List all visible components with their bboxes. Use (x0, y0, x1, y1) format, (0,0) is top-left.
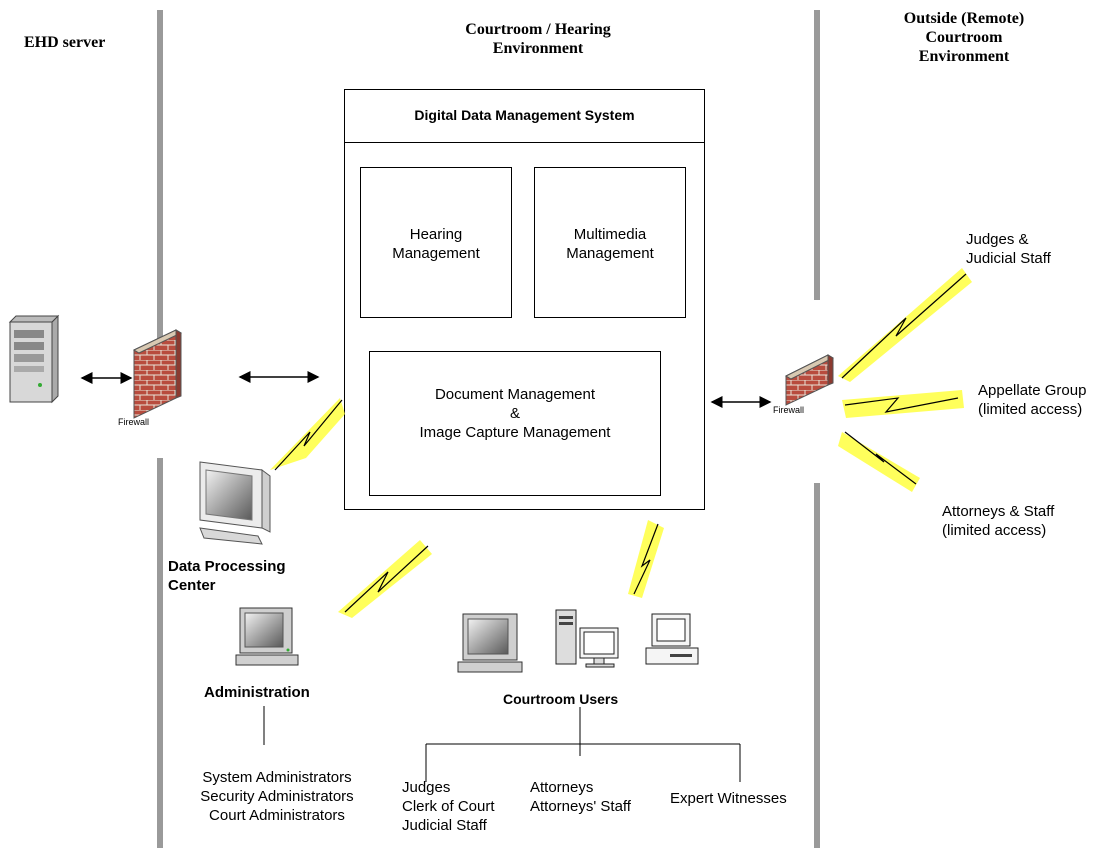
firewall-left-label: Firewall (118, 417, 150, 427)
courtroom-users-title: Courtroom Users (503, 691, 619, 707)
computer-icon (235, 607, 299, 666)
courtroom-group-experts: Expert Witnesses (670, 790, 787, 807)
zone-divider-left-bottom (157, 458, 163, 848)
module-multimedia: Multimedia Management (534, 167, 686, 318)
module-multimedia-label: Multimedia Management (566, 226, 654, 262)
courtroom-group-judges: Judges Clerk of Court Judicial Staff (402, 779, 495, 834)
zone-label-remote: Outside (Remote) Courtroom Environment (903, 10, 1025, 65)
lightning-link-icon (338, 540, 432, 618)
lightning-link-icon (628, 520, 664, 598)
zone-divider-right-bottom (814, 483, 820, 848)
computer-icon (199, 461, 271, 545)
remote-attorneys-label: Attorneys & Staff (limited access) (942, 503, 1055, 539)
firewall-right-label: Firewall (773, 405, 805, 415)
lightning-link-icon (842, 390, 964, 418)
lightning-link-icon (838, 268, 972, 382)
lightning-link-icon (838, 431, 920, 492)
admin-title: Administration (204, 684, 310, 701)
module-document: Document Management & Image Capture Mana… (369, 351, 661, 496)
ddms-title-divider (344, 142, 705, 143)
ddms-title: Digital Data Management System (414, 107, 635, 123)
module-hearing: Hearing Management (360, 167, 512, 318)
zone-divider-right-top (814, 10, 820, 300)
lightning-link-icon (270, 398, 345, 471)
module-hearing-label: Hearing Management (392, 226, 480, 262)
courtroom-group-attorneys: Attorneys Attorneys' Staff (530, 779, 631, 815)
dpc-label: Data Processing Center (168, 558, 286, 594)
zone-label-ehd-server: EHD server (24, 34, 106, 51)
computer-icon (457, 613, 523, 673)
remote-judges-label: Judges & Judicial Staff (966, 231, 1051, 267)
firewall-icon (784, 354, 835, 406)
admin-members: System Administrators Security Administr… (200, 769, 354, 824)
zone-divider-left-top (157, 10, 163, 340)
zone-label-courtroom: Courtroom / Hearing Environment (465, 21, 611, 57)
module-document-label: Document Management & Image Capture Mana… (419, 386, 611, 441)
firewall-icon (132, 329, 183, 419)
computer-icon (645, 613, 699, 665)
remote-appellate-label: Appellate Group (limited access) (978, 382, 1087, 418)
server-icon (8, 314, 60, 404)
desktop-tower-icon (555, 609, 619, 668)
